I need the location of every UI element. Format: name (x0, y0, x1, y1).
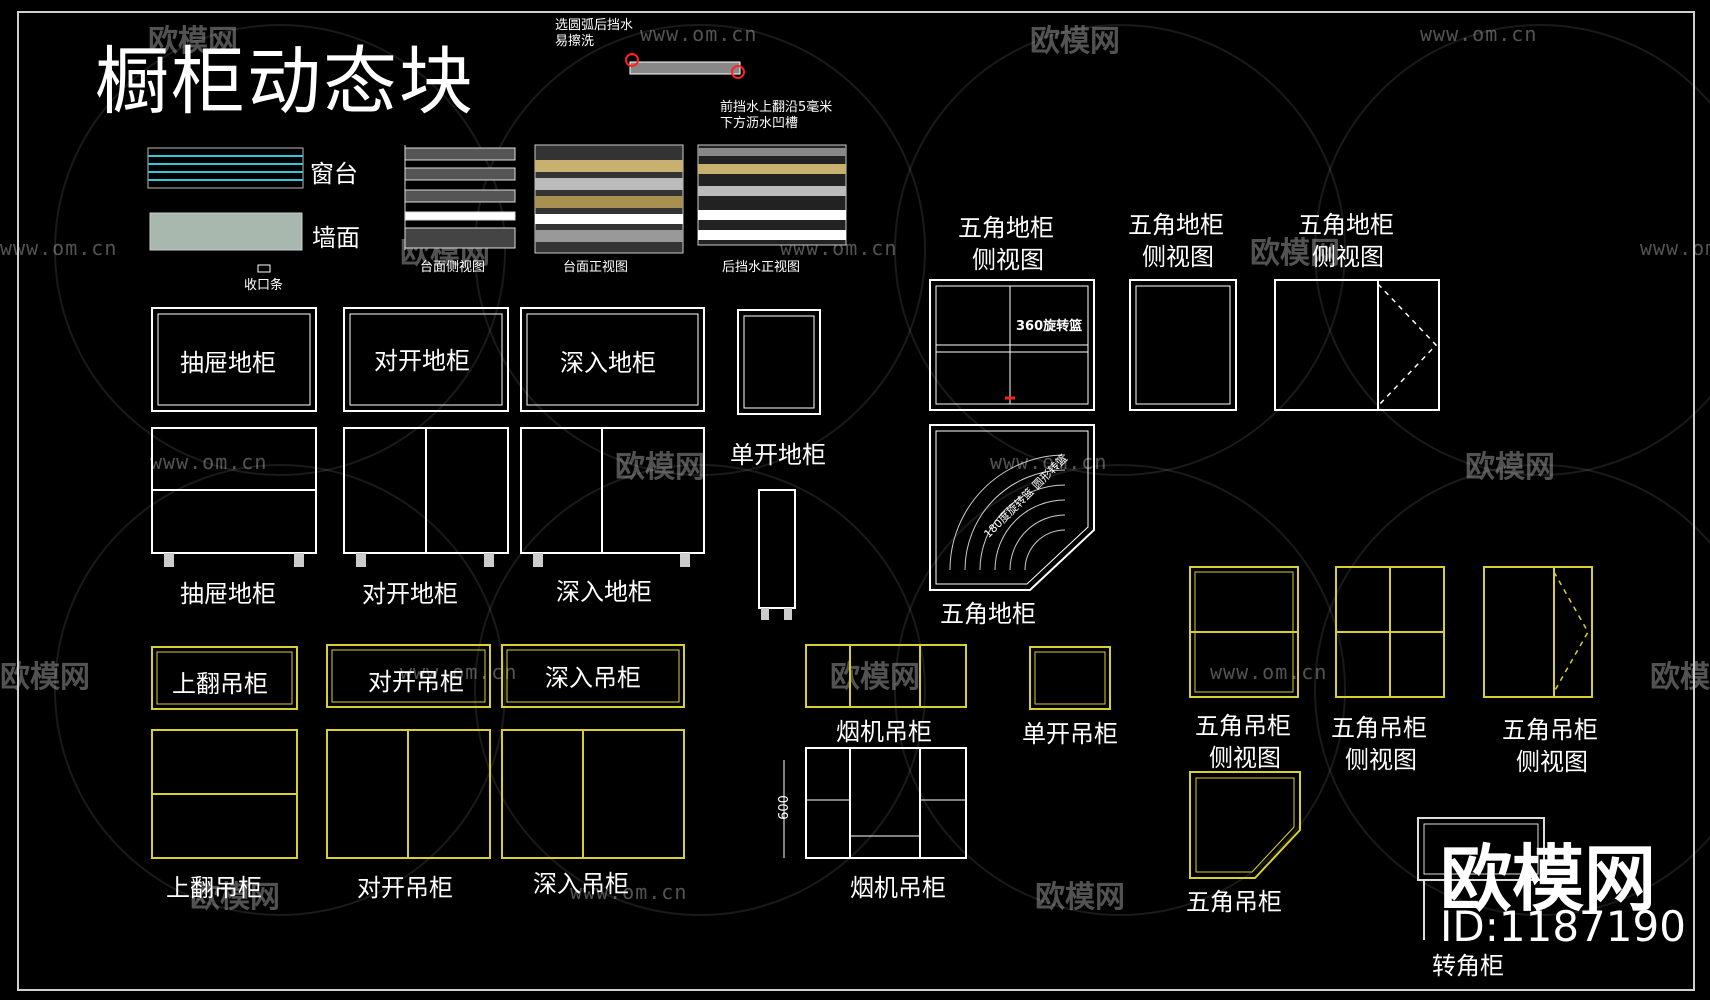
wall-yanji-plan (805, 644, 967, 708)
label-base-duikai-plan: 对开地柜 (374, 347, 470, 375)
marker-circle-icon (625, 53, 639, 67)
label-shoukou: 收口条 (244, 278, 284, 293)
base-wujiao-side2 (1129, 279, 1237, 411)
label-wall-shenru-front: 深入吊柜 (533, 870, 629, 898)
annotation-note: 选圆弧后挡水易擦洗 (555, 18, 634, 49)
label-wujiao-side1-l1: 五角地柜 (958, 214, 1054, 242)
base-dankai-plan (737, 309, 821, 415)
label-base-chouti-plan: 抽屉地柜 (180, 349, 276, 377)
watermark-url: www.om.cn (990, 450, 1108, 474)
watermark-url: www.om.cn (570, 880, 688, 904)
watermark-logo: 欧模网 (1465, 450, 1555, 485)
watermark-logo: 欧模网 (148, 24, 238, 59)
watermark-logo: 欧模网 (0, 660, 90, 695)
label-base-duikai-front: 对开地柜 (362, 580, 458, 608)
label-base-shenru-front: 深入地柜 (556, 578, 652, 606)
houdang-front-view (697, 144, 847, 246)
label-qiangmian: 墙面 (312, 224, 360, 252)
watermark-logo: 欧模网 (1650, 660, 1710, 695)
base-shenru-plan (520, 307, 705, 412)
label-base-chouti-front: 抽屉地柜 (180, 580, 276, 608)
brand-id: ID:1187190 (1440, 902, 1686, 951)
label-wujiao-side2-l1: 五角地柜 (1128, 211, 1224, 239)
swatch-chuangtai (147, 147, 304, 189)
label-wall-zhuanjiao: 转角柜 (1432, 952, 1504, 980)
label-wall-shenru-plan: 深入吊柜 (545, 664, 641, 692)
label-wall-shangfan-plan: 上翻吊柜 (172, 670, 268, 698)
label-wall-dankai: 单开吊柜 (1022, 720, 1118, 748)
label-chuangtai: 窗台 (310, 160, 358, 188)
label-wall-duikai-plan: 对开吊柜 (368, 668, 464, 696)
brand-name: 欧模网 (1440, 837, 1657, 921)
watermark-logo: 欧模网 (1250, 236, 1340, 271)
watermark-arcs (54, 24, 1710, 916)
base-wujiao-plan (929, 424, 1095, 591)
wall-zhuanjiao (1417, 817, 1545, 940)
label-wall-shangfan-front: 上翻吊柜 (166, 874, 262, 902)
watermark-url: www.om.cn (640, 22, 758, 46)
watermark-url: www.om.cn (1640, 236, 1710, 260)
label-wall-yanji-plan: 烟机吊柜 (836, 718, 932, 746)
label-wall-wujiao: 五角吊柜 (1186, 888, 1282, 916)
swatch-qiangmian (149, 212, 303, 251)
watermark-logo: 欧模网 (190, 880, 280, 915)
label-wall-wujiao-side1-l1: 五角吊柜 (1195, 712, 1291, 740)
watermark-logo: 欧模网 (615, 450, 705, 485)
label-dim600: 600 (776, 795, 792, 820)
label-wall-wujiao-side3-l1: 五角吊柜 (1502, 716, 1598, 744)
watermark-logo: 欧模网 (1030, 24, 1120, 59)
label-base-wujiao: 五角地柜 (940, 600, 1036, 628)
label-houdang-front: 后挡水正视图 (722, 260, 801, 275)
wall-shangfan-plan (151, 646, 298, 710)
base-dankai-front (758, 489, 796, 609)
base-chouti-plan (151, 307, 317, 412)
wall-duikai-plan (326, 644, 491, 708)
wall-wujiao-plan (1189, 771, 1301, 879)
base-wujiao-side1 (929, 279, 1095, 411)
annotation-note: 下方沥水凹槽 (720, 116, 799, 131)
base-duikai-plan (343, 307, 509, 412)
watermark-url: www.om.cn (150, 450, 268, 474)
rotating-basket-arcs (949, 454, 1066, 571)
label-wall-wujiao-side3-l2: 侧视图 (1516, 748, 1588, 776)
watermark-url: www.om.cn (1420, 22, 1538, 46)
cabinet-legs (164, 553, 792, 620)
base-shenru-front (520, 427, 705, 554)
label-wujiao-side1-l2: 侧视图 (972, 246, 1044, 274)
drawing-frame (17, 11, 1695, 991)
wall-wujiao-side3 (1483, 566, 1593, 698)
wall-shenru-front (501, 729, 685, 859)
marker-circle-icon (731, 65, 745, 79)
base-wujiao-side3 (1274, 279, 1440, 411)
label-wall-yanji-front: 烟机吊柜 (850, 874, 946, 902)
label-wall-wujiao-side2-l2: 侧视图 (1345, 746, 1417, 774)
label-taimian-front: 台面正视图 (563, 260, 629, 275)
taimian-front-view (534, 144, 684, 254)
countertop-profile-detail (625, 53, 745, 79)
watermark-url: www.om.cn (400, 660, 518, 684)
watermark-url: www.om.cn (1210, 660, 1328, 684)
label-wall-duikai-front: 对开吊柜 (357, 874, 453, 902)
label-base-shenru-plan: 深入地柜 (560, 349, 656, 377)
label-wall-wujiao-side1-l2: 侧视图 (1209, 744, 1281, 772)
label-wall-wujiao-side2-l1: 五角吊柜 (1331, 714, 1427, 742)
watermark-logo: 欧模网 (1035, 880, 1125, 915)
label-base-dankai: 单开地柜 (730, 441, 826, 469)
page-title: 橱柜动态块 (95, 39, 475, 125)
wall-dankai-plan (1029, 646, 1111, 710)
label-wujiao-side3-l2: 侧视图 (1312, 243, 1384, 271)
watermark-url: www.om.cn (0, 236, 118, 260)
shoukou-symbol (257, 264, 271, 273)
wall-yanji-front (783, 747, 967, 859)
label-wujiao-side2-l2: 侧视图 (1142, 243, 1214, 271)
watermark-logo: 欧模网 (830, 660, 920, 695)
taimian-side-view (404, 145, 516, 250)
label-rot360: 360旋转篮 (1016, 319, 1083, 334)
wall-shenru-plan (501, 644, 685, 708)
label-taimian-side: 台面侧视图 (420, 260, 486, 275)
label-wujiao-side3-l1: 五角地柜 (1298, 211, 1394, 239)
annotation-note: 前挡水上翻沿5毫米 (720, 100, 833, 115)
